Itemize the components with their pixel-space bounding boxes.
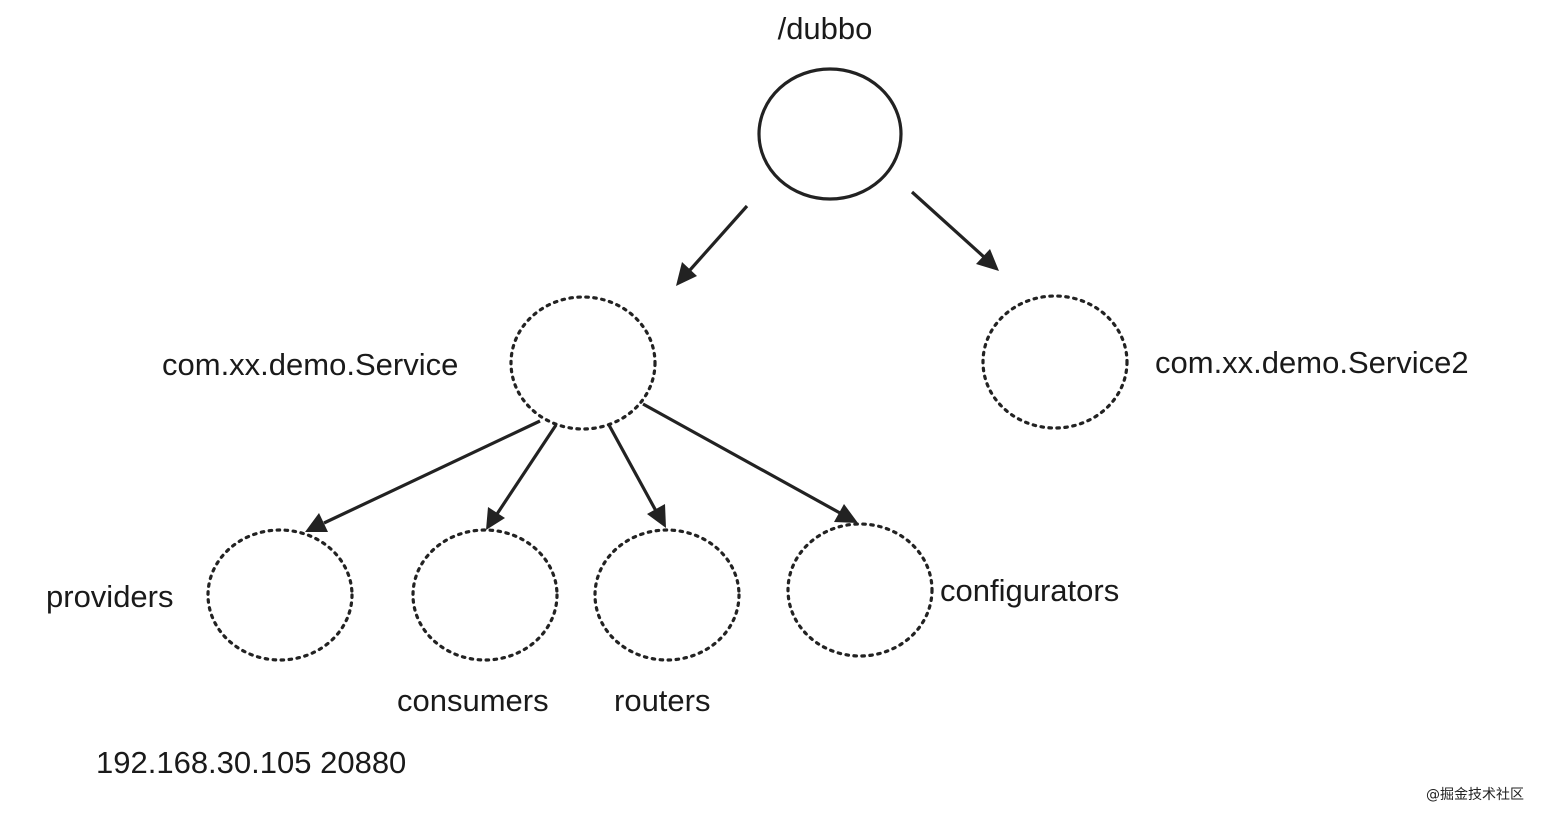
routers-label: routers bbox=[614, 683, 710, 718]
arrowhead-icon bbox=[976, 249, 999, 271]
edge-root-to-service-1 bbox=[676, 204, 749, 286]
service-1-label: com.xx.demo.Service bbox=[162, 347, 458, 382]
routers-node bbox=[593, 528, 741, 662]
arrowhead-icon bbox=[676, 262, 697, 286]
configurators-label: configurators bbox=[940, 573, 1119, 608]
arrowhead-icon bbox=[486, 507, 505, 530]
providers-node bbox=[206, 528, 354, 662]
provider-address-label: 192.168.30.105 20880 bbox=[96, 745, 406, 780]
configurators-node bbox=[786, 522, 934, 658]
consumers-node bbox=[411, 528, 559, 662]
root-node bbox=[757, 67, 903, 201]
service-node-2 bbox=[981, 294, 1129, 430]
edge-service-to-consumers bbox=[486, 424, 558, 530]
edge-service-to-providers bbox=[305, 419, 541, 532]
root-label: /dubbo bbox=[778, 11, 873, 46]
watermark-text: @掘金技术社区 bbox=[1426, 787, 1524, 803]
providers-label: providers bbox=[46, 579, 174, 614]
edge-service-to-configurators bbox=[642, 402, 858, 523]
arrowhead-icon bbox=[647, 504, 666, 528]
arrowhead-icon bbox=[834, 504, 858, 523]
edge-root-to-service-2 bbox=[910, 190, 999, 271]
consumers-label: consumers bbox=[397, 683, 549, 718]
service-2-label: com.xx.demo.Service2 bbox=[1155, 345, 1469, 380]
edge-service-to-routers bbox=[607, 424, 666, 528]
service-node-1 bbox=[509, 295, 657, 431]
arrowhead-icon bbox=[305, 513, 328, 532]
